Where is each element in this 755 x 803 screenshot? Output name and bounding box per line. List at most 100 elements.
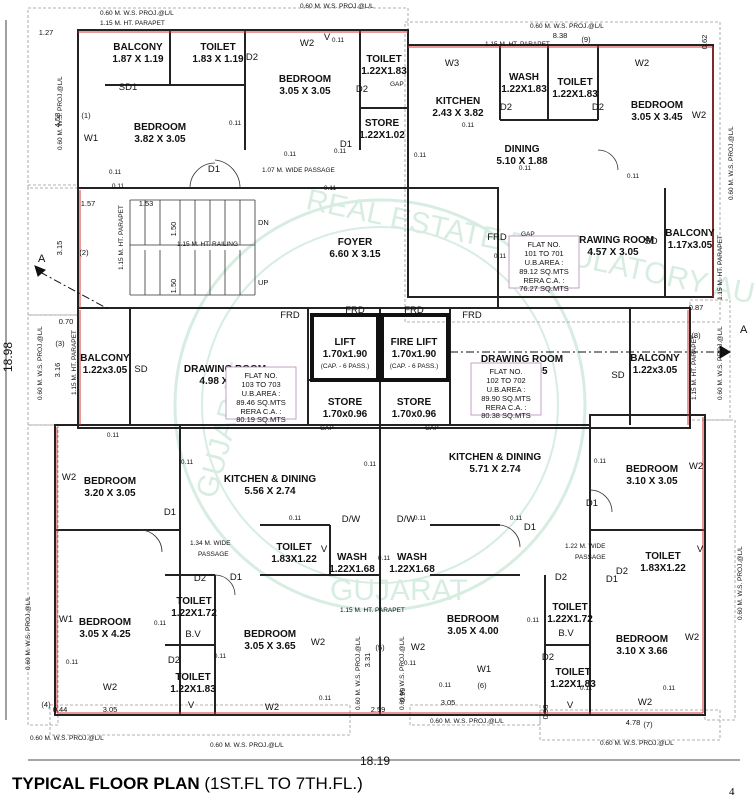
room-size: 1.22X1.72 (171, 608, 217, 619)
code-label: V (321, 544, 328, 555)
code-label: D1 (524, 522, 536, 533)
measure-label: 3.05 (441, 698, 456, 707)
thickness-mark: 0.11 (284, 151, 297, 158)
proj-note-right-2: 0.60 M. W.S. PROJ.@L/L (717, 326, 724, 400)
thickness-mark: 0.11 (404, 660, 417, 667)
annotations: 0.60 M. W.S. PROJ.@L/L 0.60 M. W.S. PROJ… (25, 3, 748, 749)
parapet-note-top: 1.15 M. HT. PARAPET (100, 20, 165, 27)
room-size: 1.22X1.72 (547, 614, 593, 625)
plan-title-sub: (1ST.FL TO 7TH.FL.) (204, 774, 363, 793)
measure-label: 4.78 (626, 718, 641, 727)
code-label: D/W (397, 514, 416, 525)
flat-box-frame (470, 362, 542, 416)
code-label: D2 (356, 84, 368, 95)
flat-number: 101 TO 701 (524, 249, 563, 258)
passage-label-left: PASSAGE (198, 551, 229, 558)
code-label: FRD (345, 305, 365, 316)
measure-label: 4.58 (53, 113, 62, 128)
room-name: TOILET (555, 667, 590, 678)
room-name: TOILET (645, 551, 680, 562)
room-size: 3.05 X 3.45 (631, 112, 683, 123)
parapet-note-right-3: 1.15 M. HT. PARAPET (691, 335, 698, 400)
code-label: D1 (230, 572, 242, 583)
room-name: TOILET (557, 77, 592, 88)
room-name: DINING (505, 144, 540, 155)
thickness-mark: 0.11 (594, 458, 607, 465)
code-label: W2 (411, 642, 425, 653)
floor-plan: REAL ESTATE REGULATORY AUTHORITY GUJARAT… (1, 3, 755, 768)
watermark-bottom: GUJARAT (330, 574, 468, 607)
room-size: 3.05 X 3.05 (279, 86, 331, 97)
code-label: V (697, 544, 704, 555)
room-name: FIRE LIFT (391, 337, 438, 348)
room-size: 5.71 X 2.74 (469, 464, 521, 475)
code-label: V (324, 32, 331, 43)
railing-note: 1.15 M. HT. RAILING (177, 241, 238, 248)
room-name: TOILET (552, 602, 587, 613)
room-name: DRAWING ROOM (481, 354, 563, 365)
measure-label: 1.53 (139, 199, 154, 208)
code-label: W2 (689, 461, 703, 472)
code-label: FRD (462, 310, 482, 321)
room-name: BEDROOM (447, 614, 499, 625)
room-size: 3.82 X 3.05 (134, 134, 186, 145)
code-label: D2 (542, 652, 554, 663)
room-name: BEDROOM (616, 634, 668, 645)
room-name: TOILET (200, 42, 235, 53)
measure-label: 1.50 (169, 279, 178, 294)
code-label: D1 (164, 507, 176, 518)
passage-note-right: 1.22 M. WIDE (565, 543, 606, 550)
room-name: BEDROOM (134, 122, 186, 133)
flat-rera-label: RERA C.A. : (523, 276, 564, 285)
room-name: TOILET (176, 596, 211, 607)
code-label: D2 (592, 102, 604, 113)
room-size: 1.22X1.68 (389, 564, 435, 575)
plan-title-main: TYPICAL FLOOR PLAN (12, 774, 200, 793)
measure-label: 3.31 (363, 653, 372, 668)
thickness-mark: 0.11 (494, 253, 507, 260)
measure-label: 0.62 (700, 35, 709, 50)
flat-label: FLAT NO. (527, 240, 560, 249)
plan-title: TYPICAL FLOOR PLAN (1ST.FL TO 7TH.FL.) (12, 774, 363, 794)
section-a-left: A (38, 253, 46, 265)
room-size: 5.56 X 2.74 (244, 486, 296, 497)
room-name: LIFT (334, 337, 355, 348)
thickness-mark: 0.11 (112, 183, 125, 190)
code-label: W2 (103, 682, 117, 693)
parapet-lines (56, 31, 714, 714)
marker-label: (3) (55, 339, 65, 348)
measure-label: 0.87 (689, 303, 704, 312)
marker-label: (8) (691, 331, 701, 340)
passage-note-left: 1.34 M. WIDE (190, 540, 231, 547)
parapet-note-left: 1.15 M. HT. PARAPET (71, 330, 78, 395)
room-name: WASH (337, 552, 367, 563)
parapet-note-right: 1.15 M. HT. PARAPET (485, 41, 550, 48)
room-name: KITCHEN (436, 96, 480, 107)
flat-label: FLAT NO. (489, 367, 522, 376)
flat-ua-label: U.B.AREA : (487, 385, 526, 394)
code-label: W1 (477, 664, 491, 675)
thickness-mark: 0.11 (229, 120, 242, 127)
proj-note-top-center: 0.60 M. W.S. PROJ.@L/L (300, 3, 374, 10)
code-label: D/W (342, 514, 361, 525)
flat-rera-value: 80.38 SQ.MTS (481, 411, 531, 420)
room-size: 1.83 X 1.19 (192, 54, 244, 65)
room-name: DRAWING ROOM (184, 364, 266, 375)
room-size: 1.70x0.96 (392, 409, 437, 420)
thickness-mark: 0.11 (66, 659, 79, 666)
code-label: D1 (606, 574, 618, 585)
measure-label: 3.15 (55, 241, 64, 256)
room-name: BEDROOM (626, 464, 678, 475)
room-size: 1.22X1.83 (550, 679, 596, 690)
door-swings (139, 149, 619, 596)
room-size: 1.22x3.05 (633, 365, 678, 376)
page-number: 4 (729, 786, 735, 798)
stair-up: UP (258, 278, 268, 287)
code-label: D2 (168, 655, 180, 666)
measure-label: 2.59 (371, 705, 386, 714)
code-label: W2 (685, 632, 699, 643)
code-label: W2 (300, 38, 314, 49)
flat-ua-value: 89.90 SQ.MTS (481, 394, 531, 403)
proj-note-bottom-center: 0.60 M. W.S. PROJ.@L/L (210, 742, 284, 749)
